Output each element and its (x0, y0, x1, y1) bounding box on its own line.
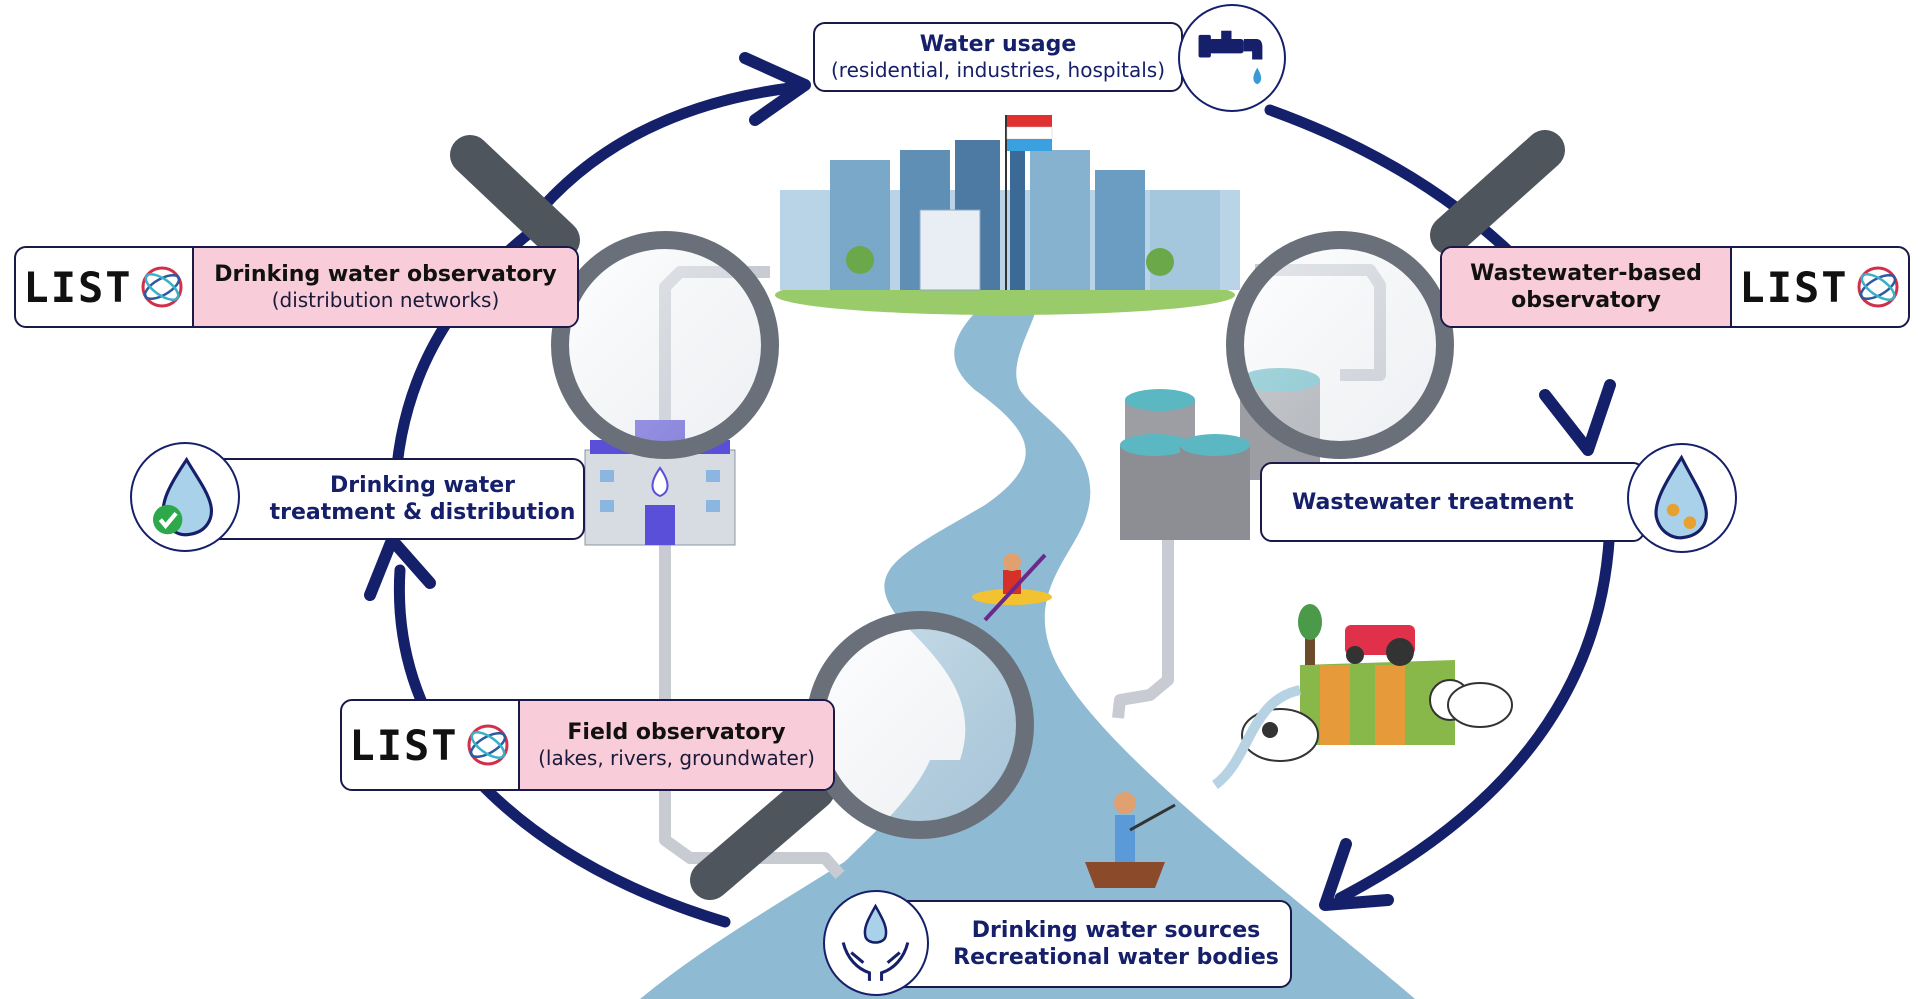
wastewater-observatory-title-2: observatory (1511, 288, 1661, 313)
wastewater-treatment-box: Wastewater treatment (1260, 462, 1645, 542)
list-logo-icon (467, 724, 509, 766)
arc-top-left (524, 82, 796, 228)
water-usage-box: Water usage (residential, industries, ho… (813, 22, 1183, 92)
arrowhead-top (739, 52, 811, 126)
list-logo: LIST (342, 701, 520, 789)
sources-line1: Drinking water sources (971, 918, 1261, 943)
magnifier-icon (450, 135, 779, 459)
list-logo-text: LIST (23, 262, 133, 312)
list-logo: LIST (16, 248, 194, 326)
city-icon (775, 115, 1240, 315)
list-logo-text: LIST (349, 720, 459, 770)
kayak-icon (972, 553, 1052, 622)
cow-icon (1241, 679, 1513, 762)
water-tap-badge (1178, 4, 1286, 112)
drinking-treatment-line1: Drinking water (329, 473, 515, 498)
wastewater-observatory-box: Wastewater-based observatory LIST (1440, 246, 1910, 328)
water-usage-title: Water usage (919, 32, 1077, 57)
list-logo-icon (141, 266, 183, 308)
hands-water-badge (823, 890, 929, 996)
wastewater-drop-badge (1627, 443, 1737, 553)
water-drop-badge (130, 442, 240, 552)
water-drop-check-icon (153, 456, 213, 537)
arrowheads (364, 52, 1616, 911)
arrowhead-right-upper (1539, 379, 1616, 456)
arc-right (1334, 514, 1616, 904)
field-observatory-box: LIST Field observatory (lakes, rivers, g… (340, 699, 835, 791)
runoff-stream (1211, 685, 1302, 790)
wastewater-observatory-title-1: Wastewater-based (1470, 261, 1702, 286)
drinking-observatory-box: LIST Drinking water observatory (distrib… (14, 246, 579, 328)
field-observatory-title: Field observatory (567, 720, 786, 745)
arrowhead-right-lower (1319, 838, 1394, 911)
farm-icon (1298, 604, 1455, 745)
field-observatory-subtitle: (lakes, rivers, groundwater) (538, 746, 815, 770)
wastewater-treatment-label: Wastewater treatment (1292, 489, 1574, 515)
drinking-observatory-title: Drinking water observatory (214, 262, 557, 287)
list-logo-text: LIST (1739, 262, 1849, 312)
river (640, 290, 1415, 999)
arrowhead-left (364, 534, 436, 601)
list-logo-icon (1857, 266, 1899, 308)
water-tap-icon (1198, 30, 1263, 85)
sources-box: Drinking water sources Recreational wate… (880, 900, 1292, 988)
wastewater-drop-icon (1654, 454, 1708, 540)
water-usage-subtitle: (residential, industries, hospitals) (830, 58, 1165, 82)
sources-line2: Recreational water bodies (953, 945, 1279, 970)
fisher-icon (1085, 792, 1176, 888)
drinking-observatory-subtitle: (distribution networks) (271, 288, 500, 312)
drinking-treatment-box: Drinking water treatment & distribution (190, 458, 585, 540)
list-logo: LIST (1730, 248, 1908, 326)
magnifier-icon (1226, 130, 1565, 459)
drinking-treatment-line2: treatment & distribution (269, 500, 576, 525)
hands-water-icon (841, 903, 910, 981)
